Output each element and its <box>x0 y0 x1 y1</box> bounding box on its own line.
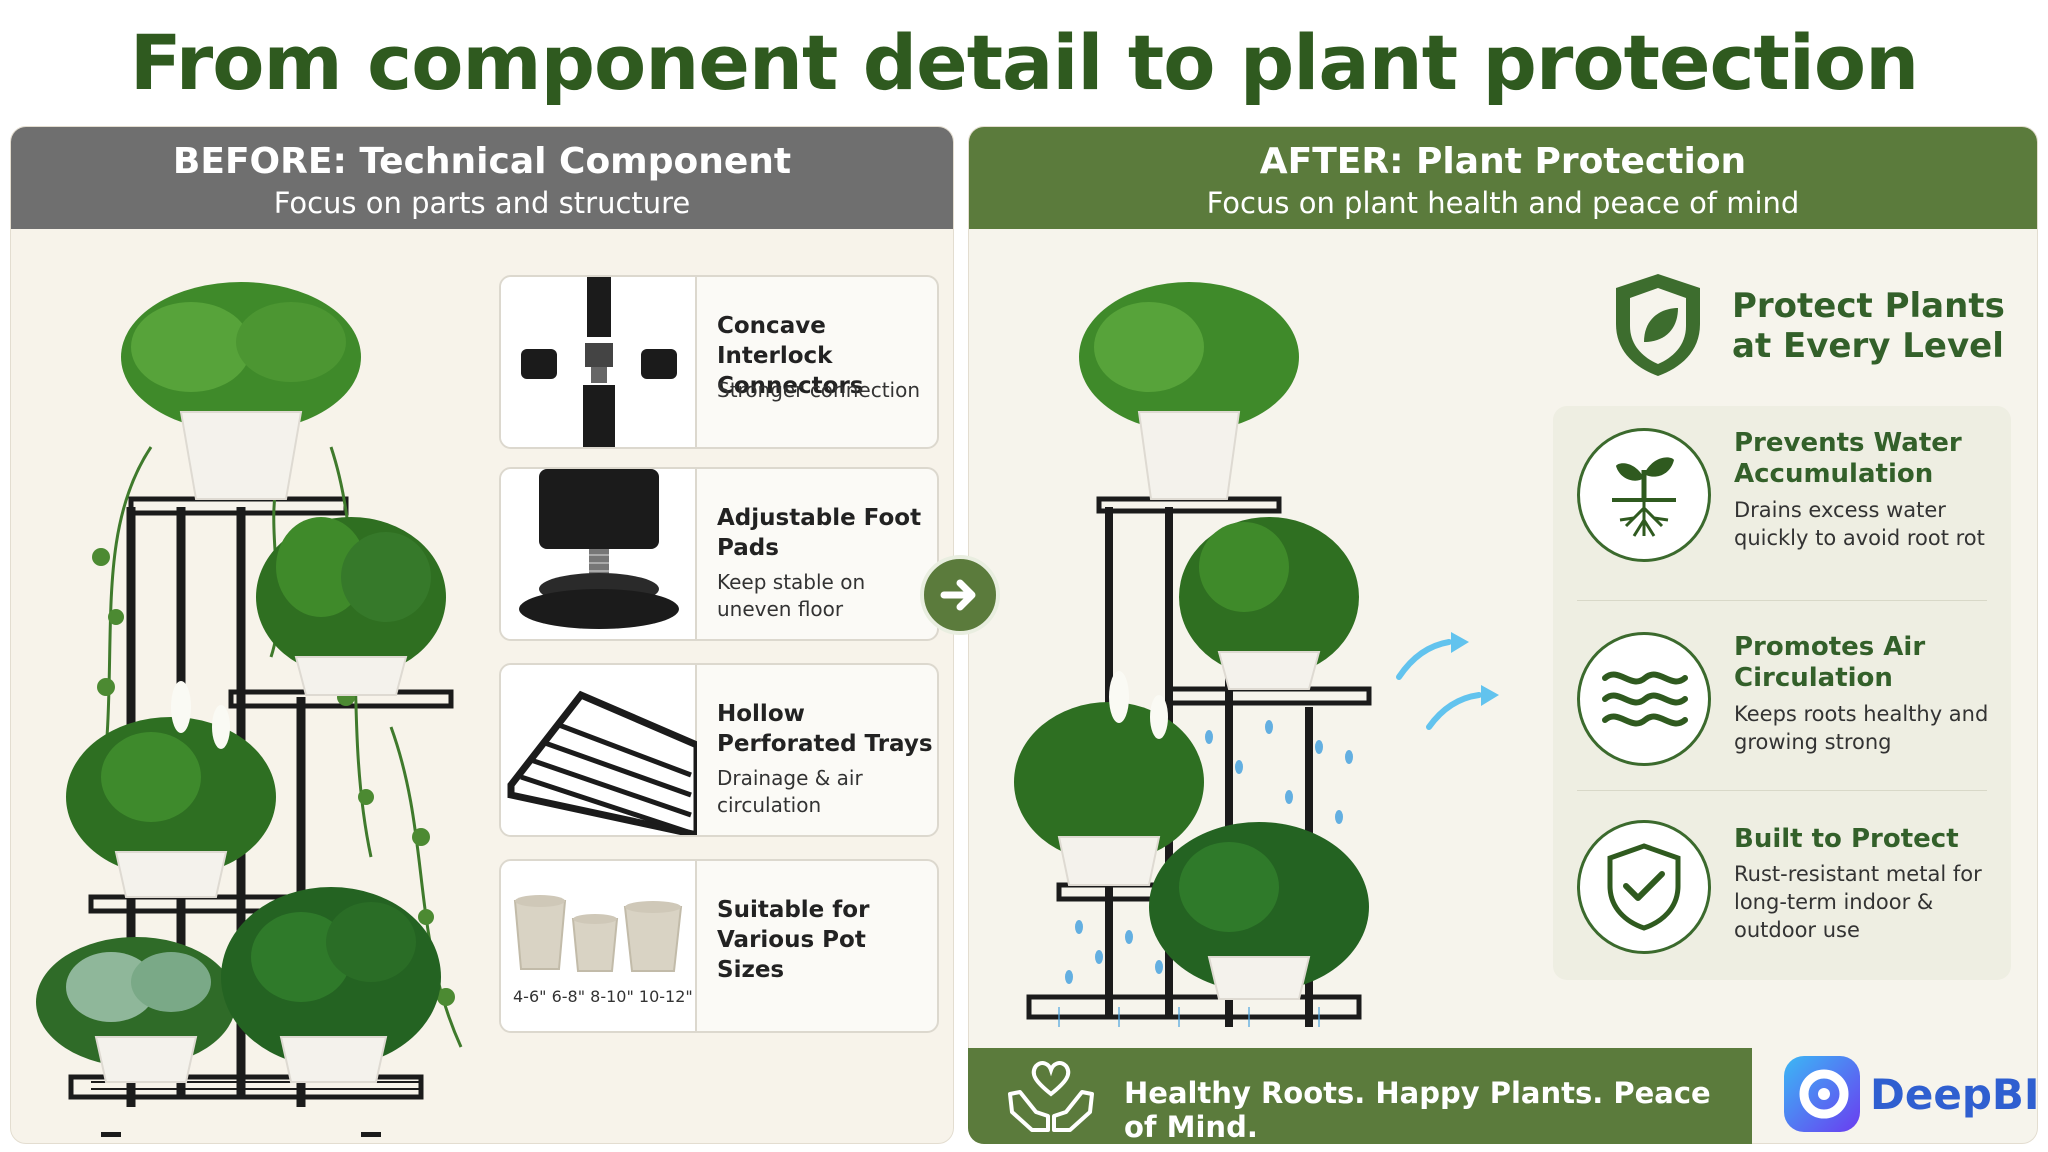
before-heading: BEFORE: Technical Component <box>172 141 792 182</box>
benefit-title: Built to Protect <box>1734 824 1959 854</box>
plant-stand-water-illustration <box>1014 282 1499 1027</box>
benefit-water: Prevents Water Accumulation Drains exces… <box>1553 406 2011 596</box>
protect-heading-group: Protect Plants at Every Level <box>1608 270 2028 380</box>
before-subheading: Focus on parts and structure <box>273 186 691 220</box>
deepbi-logo: DeepBI <box>1780 1052 2040 1140</box>
card-title: Concave Interlock Connectors <box>717 313 864 399</box>
card-desc: Stronger connection <box>717 378 921 402</box>
after-heading: AFTER: Plant Protection <box>1259 141 1747 182</box>
brand-name: DeepBI <box>1870 1070 2040 1119</box>
benefit-desc: Rust-resistant metal for long-term indoo… <box>1734 862 1982 942</box>
feature-card-foot-pads: Adjustable Foot Pads Keep stable on unev… <box>499 467 939 641</box>
foot-pad-thumbnail <box>501 469 697 639</box>
benefit-title: Prevents Water Accumulation <box>1734 428 1962 489</box>
transition-arrow-icon <box>920 555 1000 635</box>
connector-thumbnail <box>501 277 697 447</box>
pot-size-labels: 4-6" 6-8" 8-10" 10-12" <box>513 987 693 1006</box>
benefit-air: Promotes Air Circulation Keeps roots hea… <box>1553 610 2011 800</box>
shield-check-icon <box>1577 820 1711 954</box>
before-panel: BEFORE: Technical Component Focus on par… <box>10 126 954 1144</box>
benefit-desc: Keeps roots healthy and growing strong <box>1734 702 1989 754</box>
page-title: From component detail to plant protectio… <box>129 18 1920 107</box>
connector-icon <box>521 277 677 447</box>
feature-card-pot-sizes: 4-6" 6-8" 8-10" 10-12" Suitable for Vari… <box>499 859 939 1033</box>
plant-stand-illustration <box>36 282 463 1137</box>
tray-thumbnail <box>501 665 701 835</box>
hands-heart-icon <box>1008 1061 1094 1132</box>
divider <box>1577 600 1987 601</box>
pots-icon <box>513 895 683 972</box>
protect-title: Protect Plants at Every Level <box>1732 286 2005 366</box>
feature-card-connectors: Concave Interlock Connectors Stronger co… <box>499 275 939 449</box>
benefits-list: Prevents Water Accumulation Drains exces… <box>1553 406 2011 980</box>
leaf-shield-icon <box>1616 274 1700 376</box>
bottom-banner: Healthy Roots. Happy Plants. Peace of Mi… <box>968 1048 1752 1144</box>
banner-tagline: Healthy Roots. Happy Plants. Peace of Mi… <box>1124 1076 1711 1144</box>
card-title: Adjustable Foot Pads <box>717 505 922 561</box>
foot-pad-icon <box>519 469 679 629</box>
perforated-tray-icon <box>507 690 701 835</box>
deepbi-logo-icon <box>1784 1056 1860 1132</box>
pots-thumbnail: 4-6" 6-8" 8-10" 10-12" <box>501 861 697 1031</box>
card-desc: Keep stable on uneven floor <box>717 570 866 621</box>
air-waves-icon <box>1577 632 1711 766</box>
card-title: Hollow Perforated Trays <box>717 701 933 757</box>
card-desc: Drainage & air circulation <box>717 766 863 817</box>
divider <box>1577 790 1987 791</box>
feature-card-trays: Hollow Perforated Trays Drainage & air c… <box>499 663 939 837</box>
benefit-desc: Drains excess water quickly to avoid roo… <box>1734 498 1985 550</box>
after-panel-header: AFTER: Plant Protection Focus on plant h… <box>969 127 2037 229</box>
after-subheading: Focus on plant health and peace of mind <box>1206 186 1800 220</box>
benefit-title: Promotes Air Circulation <box>1734 632 1926 693</box>
card-title: Suitable for Various Pot Sizes <box>717 897 870 983</box>
before-panel-header: BEFORE: Technical Component Focus on par… <box>11 127 953 229</box>
benefit-protect: Built to Protect Rust-resistant metal fo… <box>1553 798 2011 988</box>
sprout-roots-icon <box>1577 428 1711 562</box>
